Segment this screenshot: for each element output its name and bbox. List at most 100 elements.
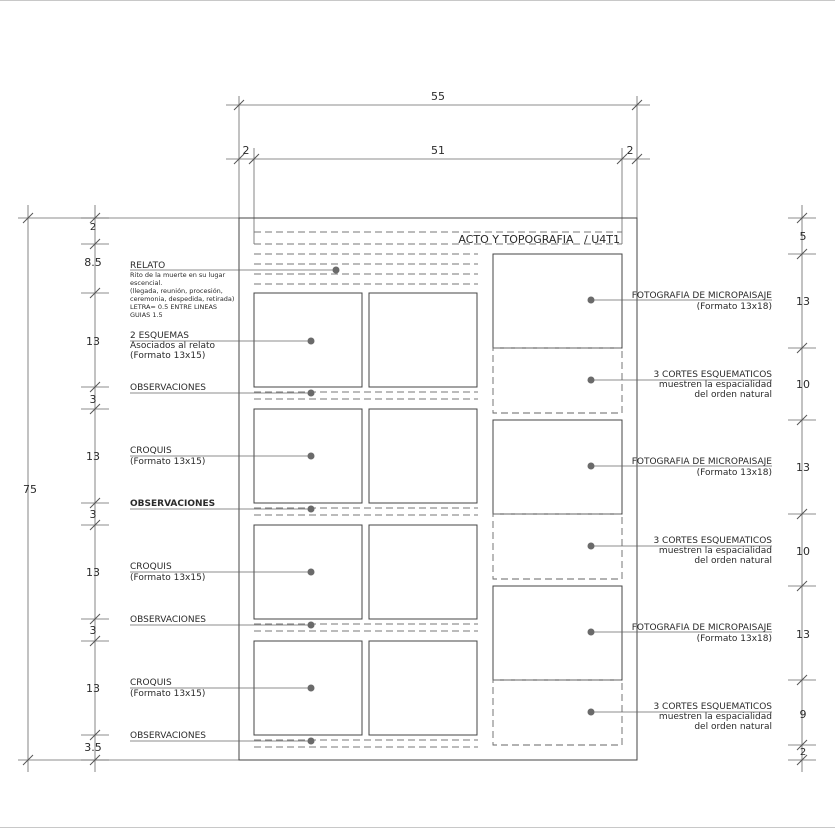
dim-left-5: 3: [90, 508, 97, 521]
cortes-line-2c: del orden natural: [694, 556, 772, 566]
obs-dot-4: [307, 737, 315, 745]
cortes-line-1b: muestren la espacialidad: [659, 380, 772, 390]
obs-dot-3: [307, 621, 315, 629]
dim-tick: [89, 729, 101, 741]
dim-right-5: 13: [796, 628, 810, 641]
cortes-line-3c: del orden natural: [694, 722, 772, 732]
cortes-annotation-1: 3 CORTES ESQUEMATICOS muestren la espaci…: [587, 370, 772, 400]
right-column: [492, 253, 623, 746]
croquis-annotation-2: CROQUIS (Formato 13x15): [130, 562, 315, 583]
croquis-fmt-1: (Formato 13x15): [130, 457, 205, 467]
relato-line-1: Rito de la muerte en su lugar: [130, 271, 225, 279]
cortes-box-3: [492, 679, 623, 746]
croquis-label-2: CROQUIS: [130, 562, 172, 572]
cortes-annotation-2: 3 CORTES ESQUEMATICOS muestren la espaci…: [587, 536, 772, 566]
cortes-dot-1: [587, 376, 595, 384]
foto-box-1: [492, 253, 623, 349]
croquis-annotation-1: CROQUIS (Formato 13x15): [130, 446, 315, 467]
esquemas-line-3: (Formato 13x15): [130, 351, 205, 361]
obs-label-3: OBSERVACIONES: [130, 615, 206, 625]
dim-right-0: 5: [800, 230, 807, 243]
croquis-label-3: CROQUIS: [130, 678, 172, 688]
left-dimensions: 75 2 8.5 13 3 13 3 13 3 13 3.5: [18, 205, 239, 772]
dim-left-3: 3: [90, 393, 97, 406]
croquis-box-3b: [368, 640, 478, 736]
dim-tick: [89, 212, 101, 224]
sheet-frame: [238, 217, 638, 761]
sheet-title: ACTO Y TOPOGRAFIA / U4T1: [458, 233, 620, 246]
left-column: [253, 292, 478, 748]
cortes-line-3a: 3 CORTES ESQUEMATICOS: [653, 702, 772, 712]
dim-tick: [89, 381, 101, 393]
dim-tick: [796, 508, 808, 520]
cortes-line-2b: muestren la espacialidad: [659, 546, 772, 556]
relato-line-3: (llegada, reunión, procesión,: [130, 287, 223, 295]
dim-left-9: 3.5: [84, 741, 102, 754]
obs-annotation-3: OBSERVACIONES: [130, 615, 315, 629]
croquis-annotation-3: CROQUIS (Formato 13x15): [130, 678, 315, 699]
dim-top-inner: 51: [431, 144, 445, 157]
dim-top-total: 55: [431, 90, 445, 103]
cortes-box-1: [492, 347, 623, 414]
dim-tick: [89, 497, 101, 509]
foto-fmt-2: (Formato 13x18): [697, 468, 772, 478]
obs-dot-1: [307, 389, 315, 397]
dim-right-2: 10: [796, 378, 810, 391]
croquis-fmt-2: (Formato 13x15): [130, 573, 205, 583]
dim-left-1: 8.5: [84, 256, 102, 269]
cortes-annotation-3: 3 CORTES ESQUEMATICOS muestren la espaci…: [587, 702, 772, 732]
relato-guides: [254, 253, 478, 285]
obs-label-1: OBSERVACIONES: [130, 383, 206, 393]
obs-annotation-2: OBSERVACIONES: [130, 499, 315, 513]
croquis-box-2b: [368, 524, 478, 620]
esquema-box-2: [368, 292, 478, 388]
foto-label-2: FOTOGRAFIA DE MICROPAISAJE: [632, 457, 773, 467]
foto-dot-1: [587, 296, 595, 304]
dim-right-6: 9: [800, 708, 807, 721]
dim-tick: [796, 212, 808, 224]
esquemas-line-2: Asociados al relato: [130, 341, 216, 351]
foto-annotation-3: FOTOGRAFIA DE MICROPAISAJE (Formato 13x1…: [587, 623, 772, 644]
dim-tick: [796, 580, 808, 592]
relato-annotation: RELATO Rito de la muerte en su lugar esc…: [130, 261, 340, 319]
dim-left-7: 3: [90, 624, 97, 637]
croquis-dot-1: [307, 452, 315, 460]
dim-left-4: 13: [86, 450, 100, 463]
foto-box-2: [492, 419, 623, 515]
esquema-box-1: [253, 292, 363, 388]
croquis-fmt-3: (Formato 13x15): [130, 689, 205, 699]
foto-fmt-3: (Formato 13x18): [697, 634, 772, 644]
dim-tick: [89, 754, 101, 766]
dim-left-0: 2: [90, 222, 96, 233]
dim-left-2: 13: [86, 335, 100, 348]
dim-tick: [796, 342, 808, 354]
foto-fmt-1: (Formato 13x18): [697, 302, 772, 312]
esquemas-annotation: 2 ESQUEMAS Asociados al relato (Formato …: [130, 331, 315, 361]
foto-box-3: [492, 585, 623, 681]
croquis-box-1b: [368, 408, 478, 504]
cortes-dot-2: [587, 542, 595, 550]
right-dimensions: 5 13 10 13 10 13 9 2: [788, 205, 816, 772]
cortes-line-1c: del orden natural: [694, 390, 772, 400]
dim-tick: [89, 403, 101, 415]
dim-tick: [796, 739, 808, 751]
obs-label-4: OBSERVACIONES: [130, 731, 206, 741]
dim-tick: [796, 414, 808, 426]
croquis-dot-3: [307, 684, 315, 692]
dim-tick: [89, 635, 101, 647]
relato-dot: [332, 266, 340, 274]
esquemas-line-1: 2 ESQUEMAS: [130, 331, 189, 341]
obs-annotation-1: OBSERVACIONES: [130, 383, 315, 397]
foto-label-1: FOTOGRAFIA DE MICROPAISAJE: [632, 291, 773, 301]
dim-tick: [796, 674, 808, 686]
cortes-line-1a: 3 CORTES ESQUEMATICOS: [653, 370, 772, 380]
bottom-edge: [0, 827, 835, 828]
dim-tick: [796, 754, 808, 766]
dim-top-right-margin: 2: [627, 144, 634, 157]
dim-right-1: 13: [796, 295, 810, 308]
relato-line-4: ceremonia, despedida, retirada): [130, 295, 234, 303]
dim-tick: [796, 248, 808, 260]
dim-left-8: 13: [86, 682, 100, 695]
foto-annotation-1: FOTOGRAFIA DE MICROPAISAJE (Formato 13x1…: [587, 291, 773, 312]
